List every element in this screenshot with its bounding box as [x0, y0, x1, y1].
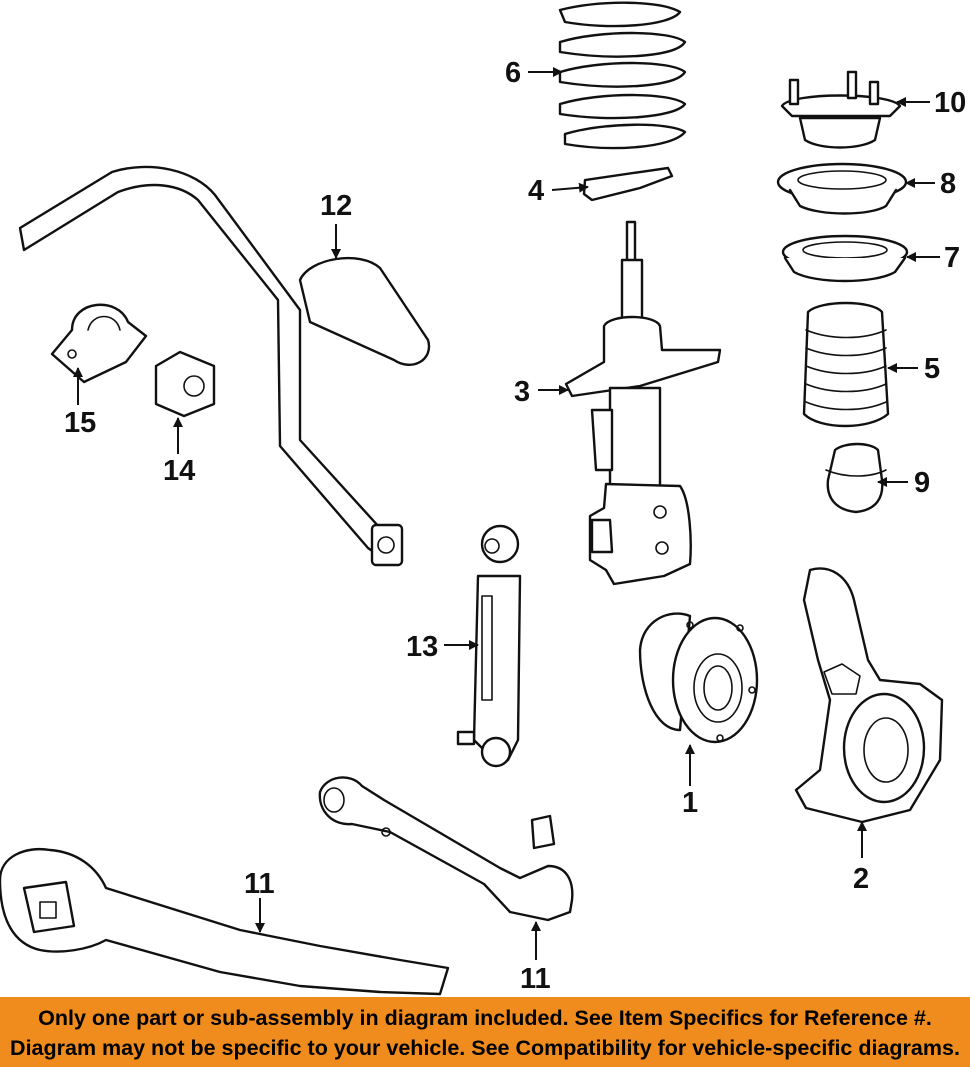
upper-spring-seat [776, 162, 908, 215]
callout-9: 9 [914, 467, 930, 499]
callout-6: 6 [505, 57, 521, 89]
callout-7: 7 [944, 242, 960, 274]
lower-control-arm-front [318, 776, 574, 922]
callout-10: 10 [934, 87, 966, 119]
coil-spring [558, 1, 687, 150]
lower-control-arm-rear [0, 847, 450, 996]
callout-12: 12 [320, 190, 352, 222]
callout-3: 3 [514, 376, 530, 408]
callout-2: 2 [853, 863, 869, 895]
callout-13: 13 [406, 631, 438, 663]
disclaimer-line-1: Only one part or sub-assembly in diagram… [38, 1006, 932, 1030]
disclaimer-banner: Only one part or sub-assembly in diagram… [0, 997, 970, 1067]
callout-11-front: 11 [520, 963, 551, 995]
leader-arrows [73, 67, 940, 960]
stabilizer-link [456, 524, 522, 768]
callout-5: 5 [924, 353, 940, 385]
jounce-bumper [825, 442, 887, 514]
upper-isolator [781, 234, 909, 283]
wheel-hub [638, 612, 759, 744]
spring-isolator [582, 166, 674, 202]
stabilizer-bushing [154, 350, 216, 418]
callout-11-rear: 11 [244, 868, 275, 900]
callout-1: 1 [682, 787, 698, 819]
strut-assembly [564, 220, 722, 586]
steering-knuckle [794, 567, 944, 824]
dust-boot [802, 301, 890, 428]
stabilizer-bar [18, 165, 431, 567]
callout-15: 15 [64, 407, 96, 439]
callout-8: 8 [940, 168, 956, 200]
stabilizer-bracket [50, 303, 148, 384]
parts-diagram: 6 4 3 10 8 7 5 9 1 2 12 13 14 15 11 11 [0, 1, 966, 996]
strut-mount [780, 70, 902, 149]
callout-4: 4 [528, 175, 544, 207]
callout-14: 14 [163, 455, 195, 487]
disclaimer-line-2: Diagram may not be specific to your vehi… [10, 1036, 960, 1060]
